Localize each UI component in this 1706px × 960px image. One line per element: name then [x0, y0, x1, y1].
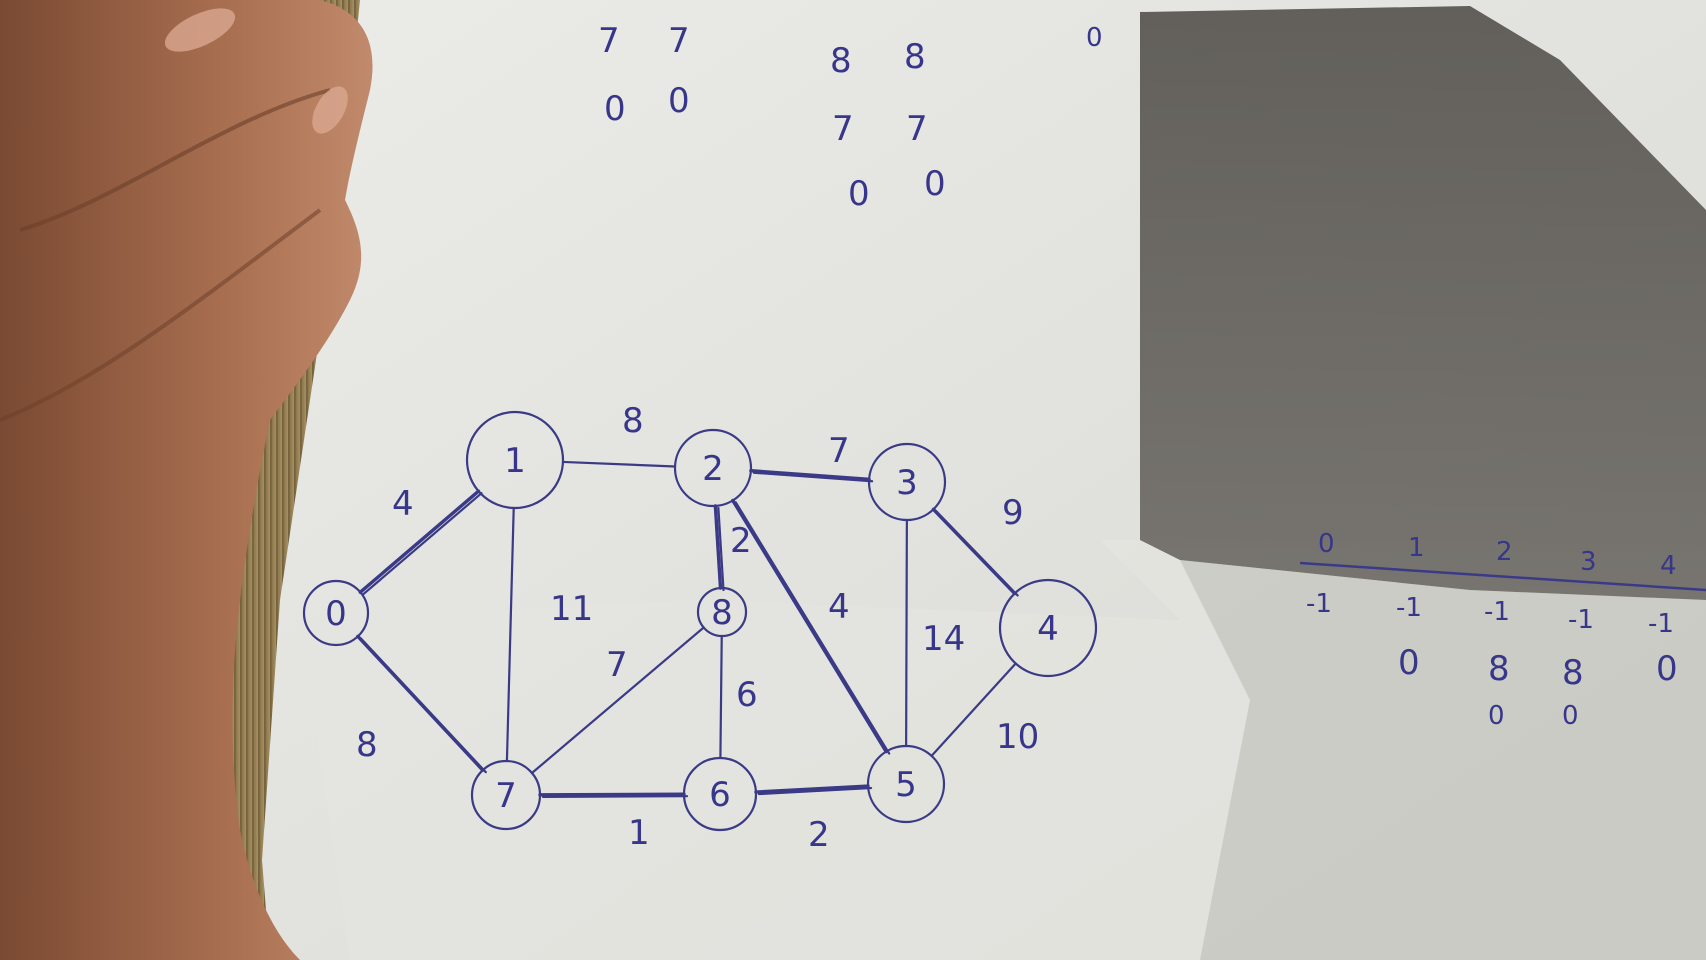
node-circle-1: [465, 410, 565, 510]
paper-lower-region: [300, 540, 1706, 960]
note-col-d-row2: 7: [906, 109, 928, 149]
edge-weight-2-3: 7: [828, 431, 850, 471]
edge-weight-0-7: 8: [356, 725, 378, 765]
note-col-c-row3: 0: [848, 174, 870, 214]
table-row2-cell-4: 0: [1656, 649, 1678, 689]
edge-highlight-stroke: [734, 501, 891, 755]
edge-weight-2-5: 4: [828, 587, 850, 627]
node-label-3: 3: [896, 463, 918, 503]
node-circle-0: [302, 579, 370, 647]
note-col-c-row1: 8: [830, 41, 852, 81]
table-row2-cell-3: 8: [1562, 653, 1584, 693]
fingernail: [312, 86, 348, 134]
table-row3-cell-2: 0: [1488, 701, 1505, 731]
edge-7-8: [530, 626, 705, 775]
table-header-2: 2: [1496, 537, 1513, 567]
edge-weight-1-7: 11: [550, 589, 593, 629]
table-header-4: 4: [1660, 551, 1677, 581]
node-label-6: 6: [709, 775, 731, 815]
edge-6-5: [754, 784, 870, 794]
finger-crease: [19, 88, 331, 232]
edge-highlight-stroke: [717, 506, 725, 592]
edge-weight-6-5: 2: [808, 815, 830, 855]
edge-4-5: [930, 662, 1017, 757]
node-label-0: 0: [325, 594, 347, 634]
edge-weight-7-6: 1: [628, 813, 650, 853]
node-circle-4: [998, 578, 1098, 678]
table-row1-cell-4: -1: [1648, 609, 1674, 639]
edge-2-3: [749, 469, 871, 481]
edge-weights: 4 8 7 9 8 11 2 4 14 10 7 6 1 2: [356, 401, 1039, 855]
edge-2-8: [713, 504, 723, 590]
edge-highlight-stroke: [541, 795, 689, 798]
edge-1-7: [505, 506, 515, 763]
node-label-1: 1: [504, 441, 526, 481]
node-label-2: 2: [702, 449, 724, 489]
table-row3-cell-3: 0: [1562, 701, 1579, 731]
note-col-e-row1: 0: [1086, 23, 1103, 53]
note-col-a-row1: 7: [598, 21, 620, 61]
note-col-b-row2: 0: [668, 81, 690, 121]
node-circle-7: [470, 759, 542, 831]
node-label-8: 8: [711, 593, 733, 633]
node-circle-2: [673, 428, 753, 508]
edge-highlight-stroke: [359, 637, 487, 774]
table-header-3: 3: [1580, 547, 1597, 577]
graph-edges: [356, 460, 1019, 798]
table-row1-cell-3: -1: [1568, 605, 1594, 635]
edge-weight-2-8: 2: [730, 521, 752, 561]
edge-weight-8-6: 6: [736, 675, 758, 715]
edge-3-5: [905, 518, 908, 748]
edge-weight-1-2: 8: [622, 401, 644, 441]
edge-highlight-stroke: [935, 510, 1019, 597]
note-col-a-row2: 0: [604, 89, 626, 129]
edge-2-5: [731, 498, 888, 754]
node-circle-6: [682, 756, 758, 832]
fingernail: [164, 8, 236, 52]
edge-highlight-stroke: [362, 492, 483, 596]
cast-shadow: [1140, 6, 1706, 600]
edge-weight-7-8: 7: [606, 645, 628, 685]
node-circle-5: [866, 744, 946, 824]
edge-weight-3-4: 9: [1002, 493, 1024, 533]
graph-nodes: 0 1 2 3 4 5 6 7 8: [302, 410, 1098, 832]
parent-table: 0 1 2 3 4 -1 -1 -1 -1 -1 0 8 8 0 0 0: [1299, 529, 1706, 731]
top-notes: 7 0 7 0 8 7 0 8 7 0 0: [598, 21, 1103, 214]
table-header-rule: [1299, 561, 1706, 592]
node-circle-8: [696, 586, 748, 638]
note-col-d-row3: 0: [924, 164, 946, 204]
finger-crease: [0, 208, 322, 422]
table-row1-cell-0: -1: [1306, 589, 1332, 619]
table-row1-cell-2: -1: [1484, 597, 1510, 627]
table-row2-cell-2: 8: [1488, 649, 1510, 689]
shadow-soft-edge: [1180, 560, 1706, 960]
edge-weight-3-5: 14: [922, 619, 965, 659]
table-header-1: 1: [1408, 533, 1425, 563]
table-row2-cell-1: 0: [1398, 643, 1420, 683]
edge-1-2: [561, 460, 677, 468]
note-col-c-row2: 7: [832, 109, 854, 149]
table-header-0: 0: [1318, 529, 1335, 559]
note-col-d-row1: 8: [904, 37, 926, 77]
node-label-4: 4: [1037, 609, 1059, 649]
edge-0-1: [358, 489, 481, 594]
edge-highlight-stroke: [752, 471, 874, 483]
edge-8-6: [719, 634, 723, 760]
edge-7-6: [538, 792, 686, 797]
edge-weight-0-1: 4: [392, 484, 414, 524]
edge-weight-4-5: 10: [996, 717, 1039, 757]
node-circle-3: [867, 442, 947, 522]
edge-highlight-stroke: [757, 786, 873, 796]
node-label-5: 5: [895, 765, 917, 805]
node-label-7: 7: [495, 776, 517, 816]
table-row1-cell-1: -1: [1396, 593, 1422, 623]
note-col-b-row1: 7: [668, 21, 690, 61]
